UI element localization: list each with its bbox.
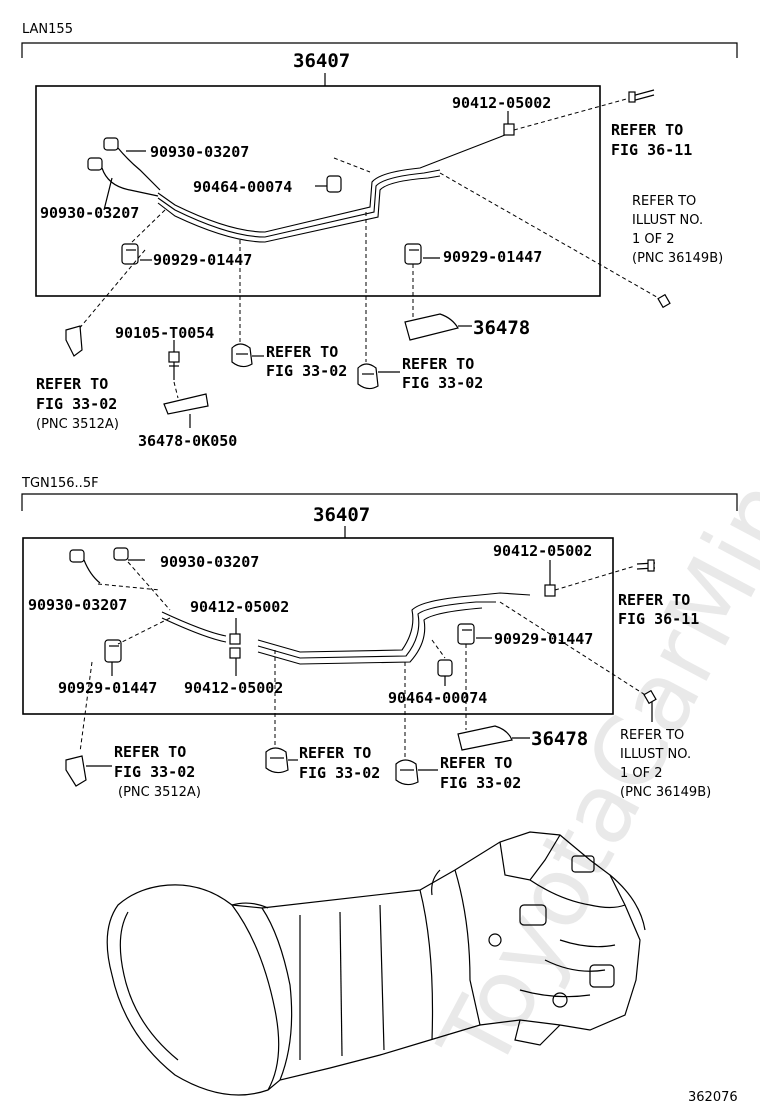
refer-label[interactable]: (PNC 3512A) [36,417,119,432]
part-label[interactable]: 90930-03207 [160,553,259,571]
bracket-icon [457,725,513,751]
clip-icon [457,623,475,645]
clamp-icon [326,175,342,193]
refer-label[interactable]: REFER TO [299,744,371,762]
connector-icon [229,647,241,659]
assembly-frame-b [22,537,614,715]
part-label[interactable]: 90930-03207 [40,204,139,222]
sensor-icon [69,549,161,591]
part-label[interactable]: 90930-03207 [150,143,249,161]
part-label[interactable]: 90412-05002 [493,542,592,560]
clamp-icon [437,659,453,677]
refer-label[interactable]: (PNC 36149B) [620,785,711,800]
dashed-leader [333,157,371,173]
model-label-b: TGN156..5F [21,476,99,491]
refer-label[interactable]: ILLUST NO. [620,747,691,762]
assembly-number-b: 36407 [313,504,370,526]
part-label[interactable]: 36478 [531,728,588,750]
assembly-bracket-a [21,42,738,58]
sensor-icon [103,137,161,191]
dashed-leader [431,639,446,659]
part-label[interactable]: 90105-T0054 [115,324,214,342]
refer-label[interactable]: REFER TO [620,728,684,743]
dashed-leader [554,565,636,591]
part-label[interactable]: 90464-00074 [193,178,292,196]
connector-icon [503,123,515,136]
clip-icon [404,243,422,265]
bolt-icon [168,351,180,380]
bracket-icon [163,393,209,415]
part-label[interactable]: 90930-03207 [28,596,127,614]
refer-label[interactable]: REFER TO [440,754,512,772]
dashed-leader [77,249,146,331]
refer-label[interactable]: REFER TO [618,591,690,609]
part-label[interactable]: 90412-05002 [190,598,289,616]
refer-label[interactable]: (PNC 3512A) [118,785,201,800]
brake-tubes-a [157,131,513,243]
part-label[interactable]: 90412-05002 [452,94,551,112]
connector-icon [544,584,556,597]
clip-icon [104,639,122,663]
refer-label[interactable]: FIG 33-02 [402,374,483,392]
section-a: LAN155 36407 90930-03207 90930-03207 9 [21,22,738,450]
tube-end-icon [636,559,656,572]
refer-label[interactable]: REFER TO [402,355,474,373]
refer-label[interactable]: 1 OF 2 [620,766,663,781]
dashed-leader [117,617,171,645]
assembly-bracket-b [21,493,738,511]
part-label[interactable]: 90929-01447 [443,248,542,266]
clip-icon [121,243,139,265]
dashed-leader [129,209,166,245]
sensor-icon [113,547,171,611]
dashed-leader [499,601,651,699]
part-label[interactable]: 90464-00074 [388,689,487,707]
refer-label[interactable]: REFER TO [114,743,186,761]
fitting-icon [643,689,657,705]
connector-icon [229,633,241,645]
refer-label[interactable]: REFER TO [611,121,683,139]
assembly-number-a: 36407 [293,50,350,72]
refer-label[interactable]: FIG 36-11 [611,141,692,159]
part-label[interactable]: 90412-05002 [184,679,283,697]
clamp-icon [231,343,253,368]
refer-label[interactable]: FIG 33-02 [299,764,380,782]
assembly-frame-a [35,85,601,297]
clamp-icon [395,759,419,786]
model-label-a: LAN155 [22,22,73,37]
refer-label[interactable]: REFER TO [36,375,108,393]
part-label[interactable]: 36478 [473,317,530,339]
clamp-icon [357,363,379,390]
part-label[interactable]: 90929-01447 [58,679,157,697]
section-b: TGN156..5F 36407 90930-03207 90930-03207 [21,476,738,800]
refer-label[interactable]: ILLUST NO. [632,213,703,228]
figure-number: 362076 [688,1090,738,1105]
part-label[interactable]: 36478-0K050 [138,432,237,450]
refer-label[interactable]: FIG 33-02 [266,362,347,380]
fitting-icon [657,293,671,309]
dashed-leader [173,381,179,399]
refer-label[interactable]: FIG 33-02 [440,774,521,792]
dashed-leader [513,97,631,131]
transmission-icon [106,831,646,1096]
refer-label[interactable]: REFER TO [266,343,338,361]
mount-bracket-icon [65,325,83,357]
sensor-icon [87,157,159,211]
refer-label[interactable]: 1 OF 2 [632,232,675,247]
refer-label[interactable]: FIG 33-02 [36,395,117,413]
brake-tubes-b [161,592,531,665]
dashed-leader [439,172,663,301]
dashed-leader [79,661,93,753]
refer-label[interactable]: (PNC 36149B) [632,251,723,266]
tube-end-icon [628,89,655,103]
part-label[interactable]: 90929-01447 [153,251,252,269]
clamp-icon [265,747,289,774]
refer-label[interactable]: FIG 36-11 [618,610,699,628]
mount-bracket-icon [65,755,87,787]
refer-label[interactable]: REFER TO [632,194,696,209]
part-label[interactable]: 90929-01447 [494,630,593,648]
refer-label[interactable]: FIG 33-02 [114,763,195,781]
bracket-icon [404,313,459,341]
